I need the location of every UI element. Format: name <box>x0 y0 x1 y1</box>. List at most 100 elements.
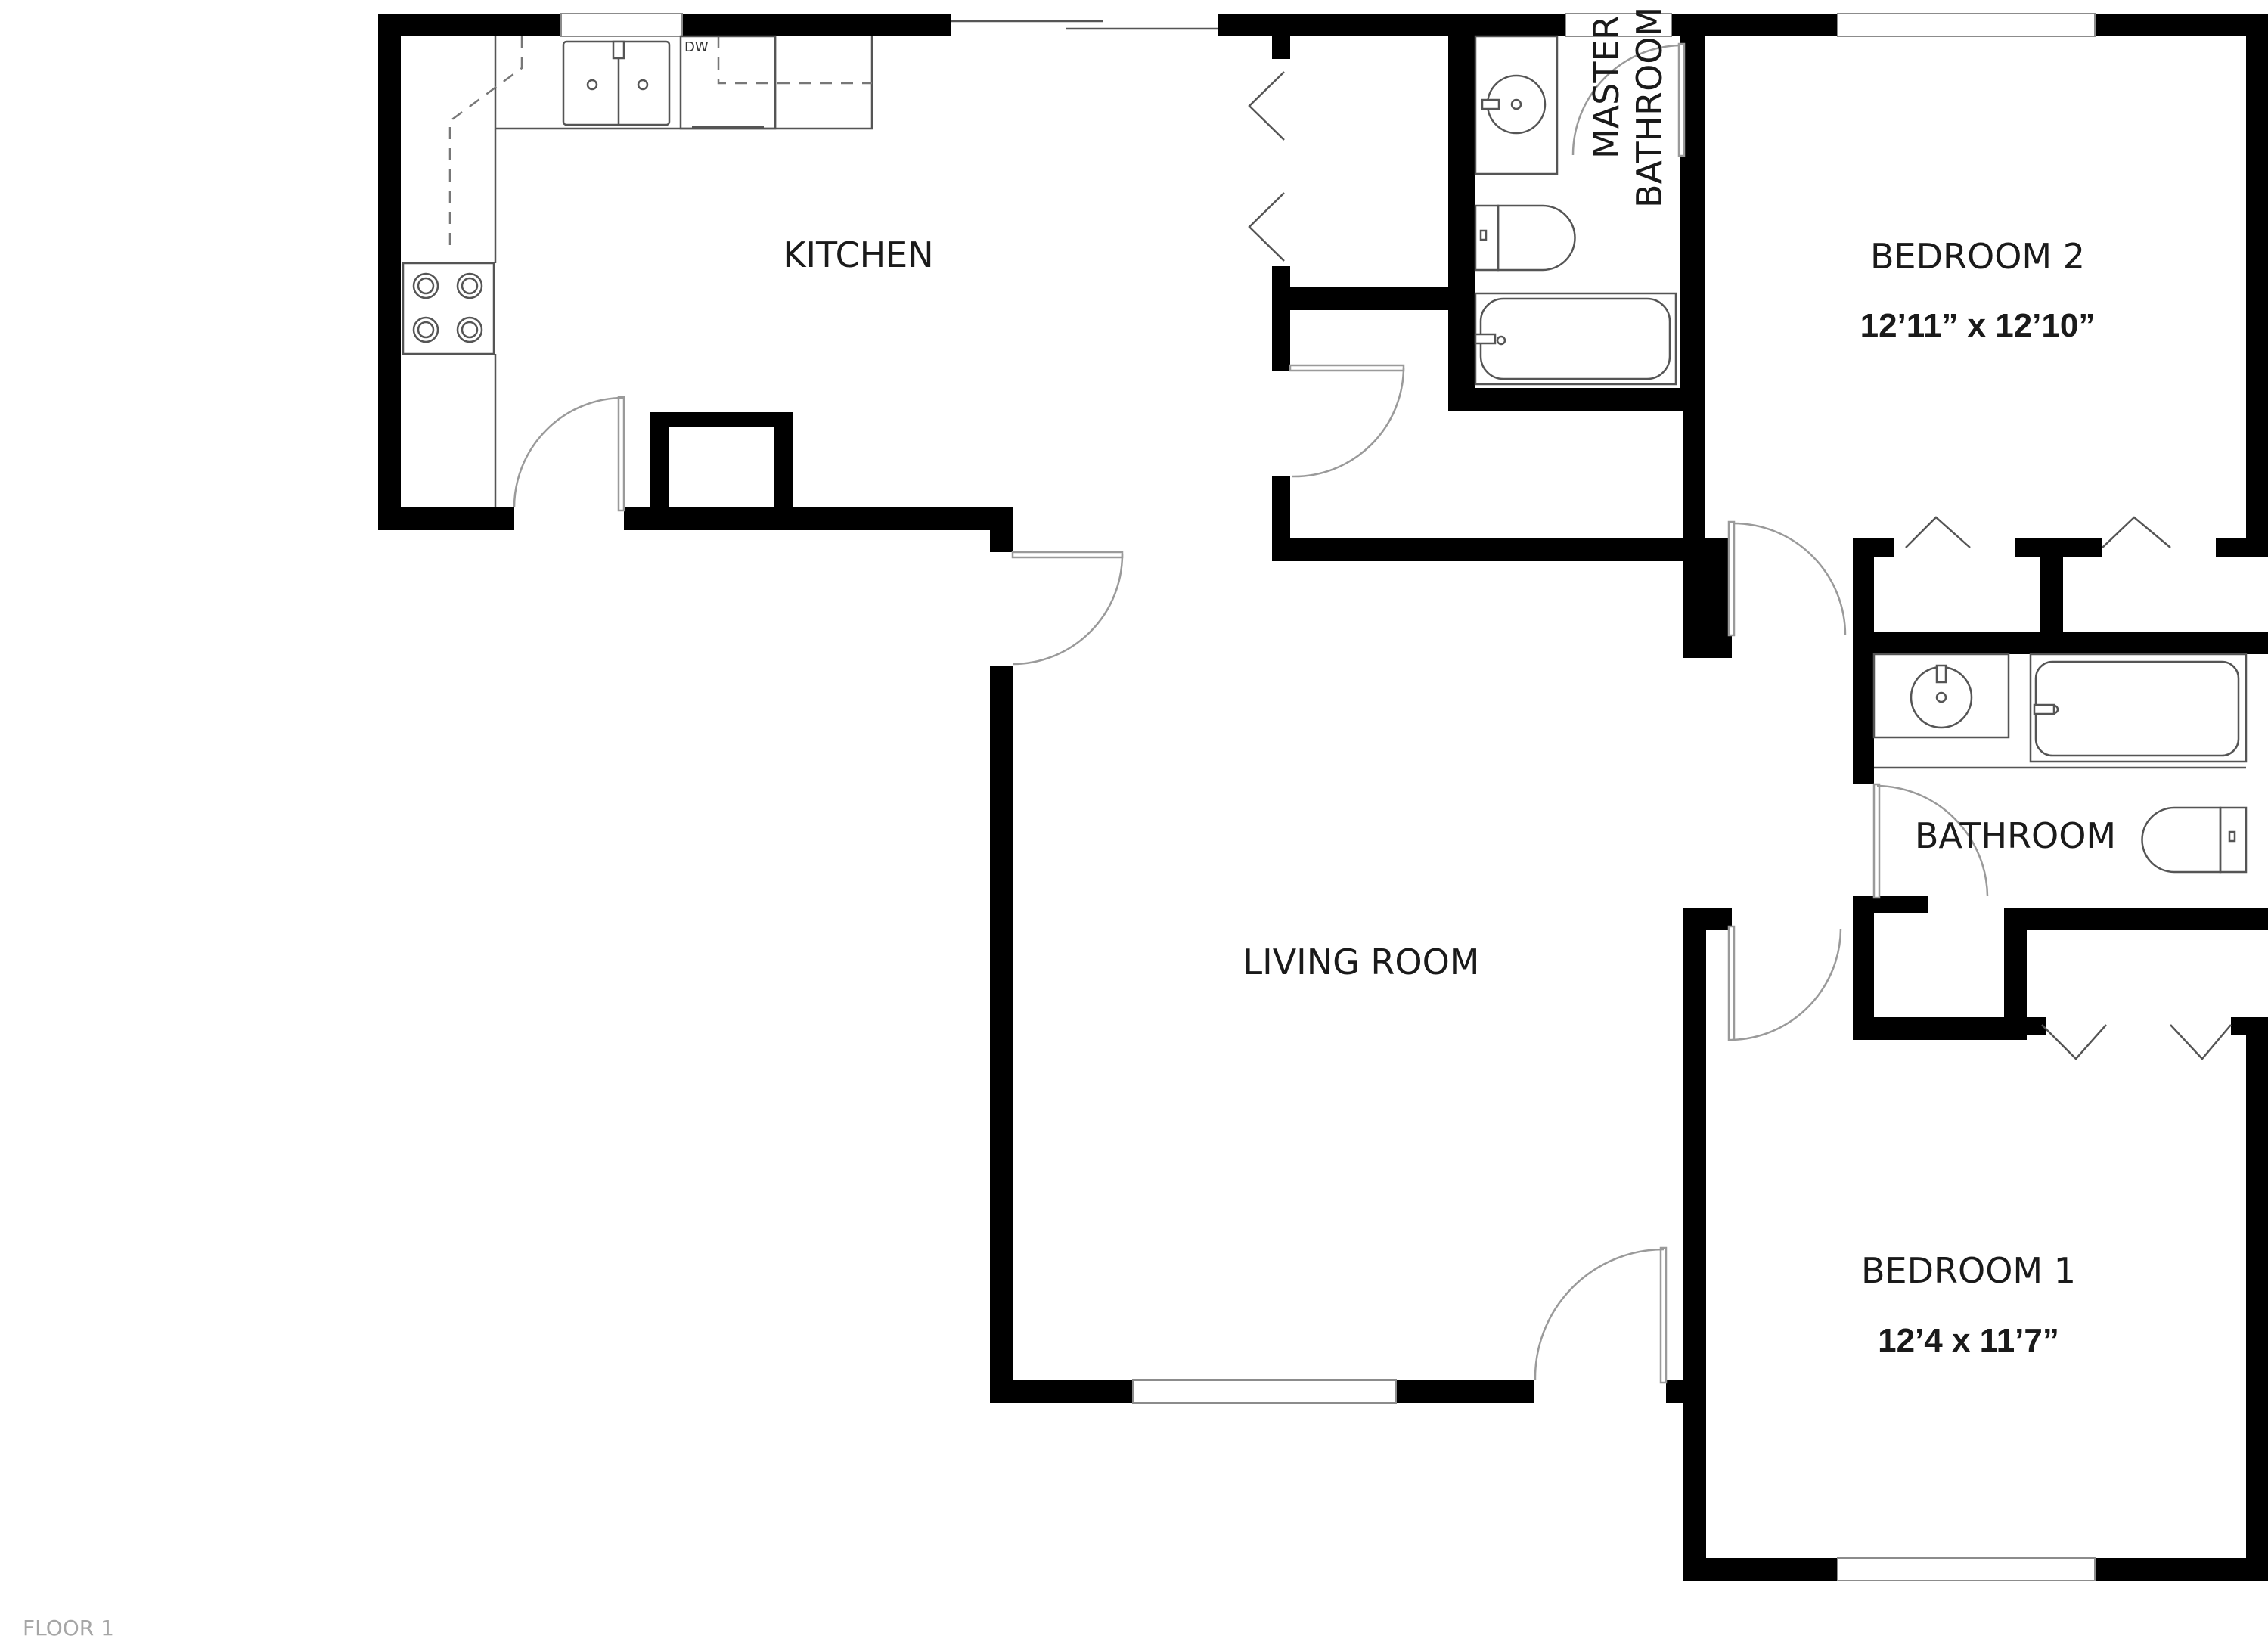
wall-bath-top-cut <box>1853 896 1928 913</box>
wall-kitchen-bottom <box>378 507 1010 530</box>
stove-burner-4 <box>456 316 483 343</box>
stove-burner-4-inner <box>461 321 479 339</box>
wall-master-bath-bottom <box>1448 388 1699 411</box>
wall-closet-right-stub <box>2216 538 2268 557</box>
bath-sink-drain <box>1935 691 1947 703</box>
door-arc-bedroom-1 <box>1731 928 1842 1041</box>
wall-pantry-left <box>650 412 669 518</box>
window-bedroom-1 <box>1837 1557 2096 1581</box>
doors <box>513 42 2232 1403</box>
bathroom-fixtures <box>1872 653 2248 874</box>
wall-right-upper <box>2246 14 2268 539</box>
floor-label: FLOOR 1 <box>23 1615 114 1640</box>
door-arc-living-left <box>1012 554 1124 666</box>
wall-bath-closet-top <box>2004 908 2268 930</box>
dimensions-bedroom-1: 12’4 x 11’7” <box>1878 1322 2059 1359</box>
door-closet-b-bifold <box>2102 516 2171 548</box>
door-arc-kitchen <box>513 396 625 508</box>
sink-faucet <box>612 40 625 60</box>
wall-bath-closet-stub-right <box>2231 1017 2268 1035</box>
bath-tub <box>2029 653 2248 763</box>
master-bath-fixtures <box>1474 35 1677 386</box>
label-master-bathroom: MASTER BATHROOM <box>1586 7 1670 208</box>
bath-tub-faucet <box>2033 703 2055 715</box>
room-labels: KITCHEN LIVING ROOM MASTER BATHROOM BEDR… <box>23 7 2116 1640</box>
stove-burner-1-inner <box>417 277 435 295</box>
master-toilet-handle <box>1479 229 1488 241</box>
door-leaf-living-left <box>1011 551 1124 559</box>
window-bedroom-2 <box>1837 13 2096 37</box>
bath-tub-inner <box>2034 660 2240 757</box>
wall-hall-jamb <box>1683 538 1732 658</box>
door-gap-kitchen <box>514 507 624 530</box>
label-living-room: LIVING ROOM <box>1243 942 1480 982</box>
door-bifold-lower <box>1248 192 1285 262</box>
windows <box>560 13 2096 1581</box>
wall-bath-left-upper <box>1853 632 1874 784</box>
label-bedroom-1: BEDROOM 1 <box>1861 1250 2076 1291</box>
wall-pantry-right <box>774 412 793 518</box>
wall-closet-divider <box>2040 538 2063 654</box>
bath-sink-faucet <box>1935 664 1947 684</box>
master-sink-drain <box>1510 98 1522 110</box>
door-gap-hall-closet <box>1272 371 1290 476</box>
door-gap-bedroom-1 <box>1732 908 1841 930</box>
door-gap-living-left <box>990 552 1013 666</box>
stove-burner-2-inner <box>461 277 479 295</box>
master-vanity <box>1474 35 1559 175</box>
bath-toilet-bowl <box>2141 806 2222 874</box>
bath-toilet-handle <box>2228 830 2236 843</box>
door-closet-a-bifold <box>1905 516 1971 548</box>
door-leaf-front <box>1659 1246 1668 1384</box>
wall-master-bath-inner <box>1471 36 1475 392</box>
upper-cabinet-dashed-right <box>717 36 872 85</box>
door-leaf-bathroom <box>1872 783 1881 899</box>
wall-bath-closet-stub <box>2004 1017 2046 1035</box>
window-living-room <box>1132 1379 1397 1404</box>
door-arc-master-bath <box>1571 44 1681 156</box>
master-sink-faucet <box>1481 98 1500 110</box>
wall-bed1-top <box>1683 908 1732 930</box>
wall-hall-closet-top <box>1272 287 1454 310</box>
door-leaf-kitchen <box>617 396 625 512</box>
wall-right-lower <box>2246 1021 2268 1581</box>
door-leaf-master-bath <box>1677 42 1686 157</box>
wall-bath-bottom <box>1853 1017 2004 1040</box>
door-closet-d-bifold <box>2170 1024 2232 1060</box>
stove-burner-3-inner <box>417 321 435 339</box>
label-bedroom-2: BEDROOM 2 <box>1870 236 2085 277</box>
door-gap-hall-bifold <box>1272 59 1290 266</box>
wall-bed1-left <box>1683 908 1706 1581</box>
stove-burner-3 <box>412 316 439 343</box>
upper-cabinet-dashed <box>448 36 523 250</box>
sink-drain-left <box>586 79 598 91</box>
label-bathroom: BATHROOM <box>1915 815 2116 856</box>
door-arc-bedroom-2 <box>1733 522 1847 636</box>
door-bifold-upper <box>1248 71 1285 141</box>
kitchen-fixtures: DW <box>402 35 873 507</box>
door-arc-hall-closet <box>1291 367 1405 478</box>
dishwasher-label: DW <box>684 39 709 55</box>
wall-pantry-top <box>650 412 793 427</box>
wall-top-center <box>1218 14 2268 36</box>
master-bathtub-inner <box>1479 297 1671 380</box>
dimensions-bedroom-2: 12’11” x 12’10” <box>1860 307 2096 344</box>
stove-burner-2 <box>456 272 483 299</box>
wall-kitchen-left <box>378 14 401 530</box>
wall-hall-closet-bottom <box>1272 538 1696 561</box>
master-toilet-bowl <box>1497 204 1576 272</box>
door-gap-front <box>1534 1380 1666 1403</box>
door-gap-bedroom-2 <box>1732 634 1853 656</box>
opening-sliding-door <box>951 14 1218 36</box>
label-master-line1: MASTER <box>1586 16 1627 159</box>
label-master-line2: BATHROOM <box>1629 7 1670 208</box>
wall-master-bath-left <box>1448 14 1471 411</box>
door-leaf-bedroom-2 <box>1727 520 1736 637</box>
wall-bath-left-lower <box>1853 896 1874 1040</box>
door-gap-bathroom <box>1853 784 1874 896</box>
wall-closet-a-stub <box>1853 538 1894 557</box>
window-master-bath <box>1565 13 1672 37</box>
label-kitchen: KITCHEN <box>783 234 933 275</box>
sink-drain-right <box>637 79 649 91</box>
